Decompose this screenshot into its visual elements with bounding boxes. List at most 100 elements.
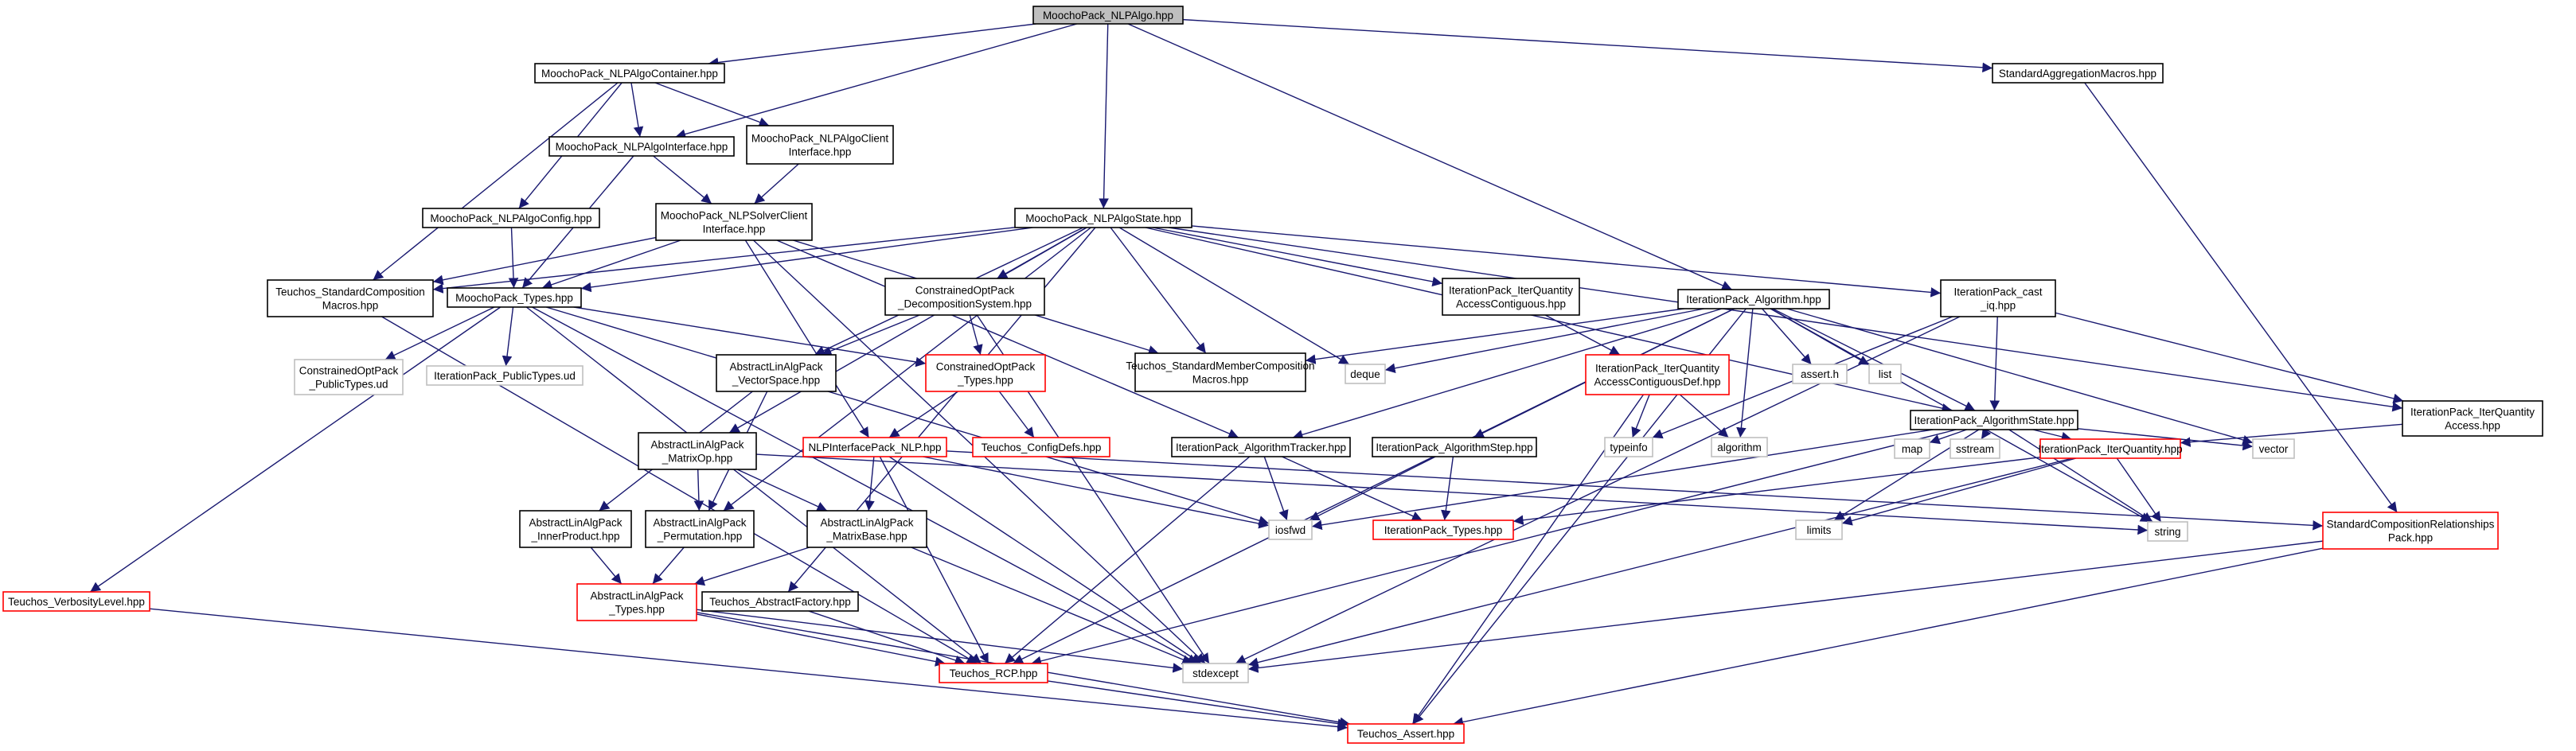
- node-box-alatypes: [576, 583, 697, 621]
- node-perm[interactable]: AbstractLinAlgPack _Permutation.hpp: [645, 510, 755, 548]
- node-box-cast_iq: [1940, 279, 2056, 317]
- node-label-stdmember: Teuchos_StandardMemberComposition: [1126, 360, 1314, 372]
- edge-state-to-perm: [723, 227, 1091, 512]
- edge-algo-to-algorithm_hpp: [1127, 23, 1733, 290]
- node-cast_iq[interactable]: IterationPack_cast_iq.hpp: [1940, 279, 2056, 317]
- node-label-typeinfo: typeinfo: [1610, 442, 1647, 453]
- node-innerprod[interactable]: AbstractLinAlgPack_InnerProduct.hpp: [519, 510, 632, 548]
- edge-perm-to-alatypes: [652, 547, 685, 585]
- node-label-configdefs: Teuchos_ConfigDefs.hpp: [982, 442, 1102, 453]
- node-label-verbosity: Teuchos_VerbosityLevel.hpp: [8, 596, 145, 608]
- edge-verbosity-to-asserthpp: [149, 608, 1348, 732]
- node-label-perm: AbstractLinAlgPack: [653, 517, 746, 529]
- node-label-stdcomp: Teuchos_StandardComposition: [275, 286, 425, 298]
- node-itertypes[interactable]: IterationPack_Types.hpp: [1372, 519, 1514, 540]
- edge-algstate-to-iosfwd: [1311, 429, 1934, 531]
- node-decomp[interactable]: ConstrainedOptPack_DecompositionSystem.h…: [884, 278, 1045, 316]
- node-iqcontig[interactable]: IterationPack_IterQuantityAccessContiguo…: [1442, 278, 1580, 316]
- edge-types-to-rcp: [525, 306, 982, 664]
- edge-clientif-to-solverclient: [754, 163, 799, 204]
- node-box-solverclient: [655, 203, 813, 241]
- node-tracker[interactable]: IterationPack_AlgorithmTracker.hpp: [1171, 437, 1351, 457]
- node-box-asserth: [1792, 364, 1848, 384]
- node-box-config: [422, 208, 600, 228]
- edge-algorithm_hpp-to-stdmember: [1305, 308, 1684, 364]
- node-algstate[interactable]: IterationPack_AlgorithmState.hpp: [1910, 410, 2078, 430]
- node-label-matrixbase: AbstractLinAlgPack: [820, 517, 913, 529]
- nodes-layer: MoochoPack_NLPAlgo.hppMoochoPack_NLPAlgo…: [2, 6, 2543, 744]
- node-iterquantity[interactable]: IterationPack_IterQuantity.hpp: [2038, 438, 2183, 459]
- edge-alatypes-to-stdexcept: [696, 609, 1184, 673]
- edge-alatypes-to-rcp: [696, 613, 946, 667]
- node-verbosity[interactable]: Teuchos_VerbosityLevel.hpp: [2, 591, 150, 612]
- node-box-algorithm_hpp: [1677, 289, 1830, 309]
- node-label-algorithm_hpp: IterationPack_Algorithm.hpp: [1686, 294, 1821, 305]
- node-box-iterquantity: [2039, 438, 2181, 459]
- node-types[interactable]: MoochoPack_Types.hpp: [447, 287, 582, 308]
- edge-algo-to-container: [708, 23, 1036, 68]
- edge-nlp-to-stdcomprel: [946, 450, 2324, 531]
- node-algo[interactable]: MoochoPack_NLPAlgo.hpp: [1032, 6, 1184, 25]
- node-label-list: list: [1879, 368, 1892, 380]
- node-step[interactable]: IterationPack_AlgorithmStep.hpp: [1372, 437, 1537, 457]
- edge-iqcontigdef-to-typeinfo: [1631, 394, 1650, 438]
- node-nlp[interactable]: NLPInterfacePack_NLP.hpp: [802, 437, 947, 457]
- edge-step-to-iosfwd: [1309, 456, 1436, 521]
- node-box-algstate: [1910, 410, 2078, 430]
- node-matrixop[interactable]: AbstractLinAlgPack_MatrixOp.hpp: [638, 432, 757, 470]
- node-copt_types[interactable]: ConstrainedOptPack_Types.hpp: [925, 354, 1046, 392]
- node-alatypes[interactable]: AbstractLinAlgPack_Types.hpp: [576, 583, 697, 621]
- node-box-iter_pub: [426, 365, 584, 386]
- node-box-typeinfo: [1604, 437, 1653, 457]
- node-config[interactable]: MoochoPack_NLPAlgoConfig.hpp: [422, 208, 600, 228]
- node-box-vecspace: [716, 354, 837, 392]
- node-label-iqcontigdef: AccessContiguousDef.hpp: [1594, 376, 1720, 388]
- node-configdefs[interactable]: Teuchos_ConfigDefs.hpp: [972, 437, 1110, 457]
- node-vecspace[interactable]: AbstractLinAlgPack_VectorSpace.hpp: [716, 354, 837, 392]
- edge-tracker-to-rcp: [1004, 456, 1251, 664]
- node-aggmacros[interactable]: StandardAggregationMacros.hpp: [1992, 63, 2164, 84]
- node-label-state: MoochoPack_NLPAlgoState.hpp: [1025, 212, 1181, 224]
- node-box-map: [1894, 438, 1930, 459]
- edge-aggmacros-to-stdcomprel: [2084, 82, 2398, 513]
- node-label-step: IterationPack_AlgorithmStep.hpp: [1376, 442, 1532, 453]
- node-label-decomp: ConstrainedOptPack: [915, 285, 1015, 297]
- edge-nlp-to-rcp: [879, 456, 989, 664]
- node-label-aggmacros: StandardAggregationMacros.hpp: [1999, 68, 2156, 80]
- node-rcp[interactable]: Teuchos_RCP.hpp: [939, 663, 1048, 683]
- node-box-string: [2147, 521, 2188, 542]
- edge-solverclient-to-types: [541, 239, 681, 290]
- node-box-container: [534, 63, 725, 84]
- node-box-copt_pub: [294, 359, 404, 395]
- node-iqcontigdef[interactable]: IterationPack_IterQuantityAccessContiguo…: [1585, 354, 1730, 395]
- edge-solverclient-to-tracker: [776, 239, 1239, 438]
- node-label-clientif: MoochoPack_NLPAlgoClient: [751, 133, 889, 145]
- node-label-nlp: NLPInterfacePack_NLP.hpp: [808, 442, 941, 453]
- node-box-algorithm: [1711, 437, 1768, 457]
- node-matrixbase[interactable]: AbstractLinAlgPack_MatrixBase.hpp: [806, 510, 927, 548]
- node-absfactory[interactable]: Teuchos_AbstractFactory.hpp: [701, 591, 859, 612]
- edge-matrixbase-to-stdexcept: [911, 547, 1193, 665]
- node-iface[interactable]: MoochoPack_NLPAlgoInterface.hpp: [548, 136, 735, 157]
- edge-container-to-clientif: [654, 82, 770, 127]
- edge-matrixop-to-string: [755, 453, 2149, 535]
- node-box-asserthpp: [1347, 723, 1465, 744]
- node-container[interactable]: MoochoPack_NLPAlgoContainer.hpp: [534, 63, 725, 84]
- node-stdmember[interactable]: Teuchos_StandardMemberCompositionMacros.…: [1126, 352, 1315, 392]
- node-box-innerprod: [519, 510, 632, 548]
- node-box-absfactory: [701, 591, 859, 612]
- edge-iterquantity-to-stdexcept: [1247, 457, 2073, 667]
- node-algorithm_hpp[interactable]: IterationPack_Algorithm.hpp: [1677, 289, 1830, 309]
- node-state[interactable]: MoochoPack_NLPAlgoState.hpp: [1014, 208, 1192, 228]
- node-label-alatypes: _Types.hpp: [608, 604, 665, 616]
- edge-cast_iq-to-algstate: [1989, 316, 2000, 411]
- node-label-perm: _Permutation.hpp: [657, 531, 743, 543]
- node-label-copt_types: ConstrainedOptPack: [936, 361, 1036, 373]
- node-asserthpp[interactable]: Teuchos_Assert.hpp: [1347, 723, 1465, 744]
- edge-decomp-to-vecspace: [821, 314, 920, 356]
